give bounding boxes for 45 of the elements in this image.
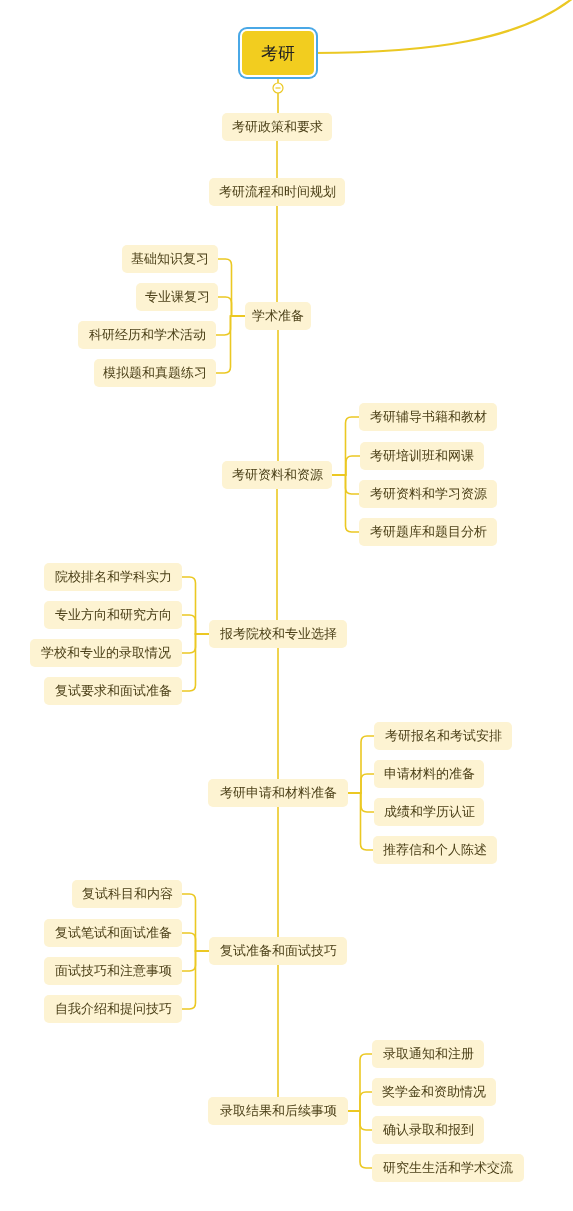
topic-box: 考研资料和资源 — [222, 461, 332, 489]
topic-box: 复试科目和内容 — [72, 880, 182, 908]
topic-box: 考研申请和材料准备 — [208, 779, 348, 807]
topic-box: 申请材料的准备 — [374, 760, 484, 788]
topic-box: 基础知识复习 — [122, 245, 218, 273]
connector-line — [181, 950, 210, 1010]
topic-box: 录取通知和注册 — [372, 1040, 484, 1068]
connector-line — [331, 474, 360, 533]
topic-box: 考研培训班和网课 — [360, 442, 484, 470]
connector-line — [277, 964, 279, 1098]
topic-box: 学校和专业的录取情况 — [30, 639, 182, 667]
topic-box: 推荐信和个人陈述 — [373, 836, 497, 864]
connector-line — [347, 792, 374, 851]
connector-line — [277, 647, 279, 780]
topic-box: 考研题库和题目分析 — [359, 518, 497, 546]
topic-box: 专业方向和研究方向 — [44, 601, 182, 629]
topic-box: 面试技巧和注意事项 — [44, 957, 182, 985]
topic-box: 复试准备和面试技巧 — [209, 937, 347, 965]
topic-box: 奖学金和资助情况 — [372, 1078, 496, 1106]
topic-box: 考研资料和学习资源 — [359, 480, 497, 508]
topic-box: 自我介绍和提问技巧 — [44, 995, 182, 1023]
connector-line — [276, 140, 278, 179]
topic-box: 科研经历和学术活动 — [78, 321, 216, 349]
topic-box: 学术准备 — [245, 302, 311, 330]
connector-line — [277, 329, 279, 462]
connector-line — [277, 806, 279, 938]
connector-line — [215, 315, 246, 374]
connector-line — [181, 633, 210, 692]
connector-line — [347, 1110, 373, 1169]
topic-box: 专业课复习 — [136, 283, 218, 311]
topic-box: 成绩和学历认证 — [374, 798, 484, 826]
topic-box: 研究生生活和学术交流 — [372, 1154, 524, 1182]
topic-box: 考研流程和时间规划 — [209, 178, 345, 206]
topic-box: 考研政策和要求 — [222, 113, 332, 141]
topic-box: 复试笔试和面试准备 — [44, 919, 182, 947]
topic-box: 确认录取和报到 — [372, 1116, 484, 1144]
topic-box: 考研辅导书籍和教材 — [359, 403, 497, 431]
topic-box: 复试要求和面试准备 — [44, 677, 182, 705]
topic-box: 模拟题和真题练习 — [94, 359, 216, 387]
topic-box: 考研报名和考试安排 — [374, 722, 512, 750]
topic-box: 录取结果和后续事项 — [208, 1097, 348, 1125]
connector-line — [276, 488, 278, 621]
topic-box: 报考院校和专业选择 — [209, 620, 347, 648]
connector-line — [276, 205, 278, 303]
topic-box: 院校排名和学科实力 — [44, 563, 182, 591]
